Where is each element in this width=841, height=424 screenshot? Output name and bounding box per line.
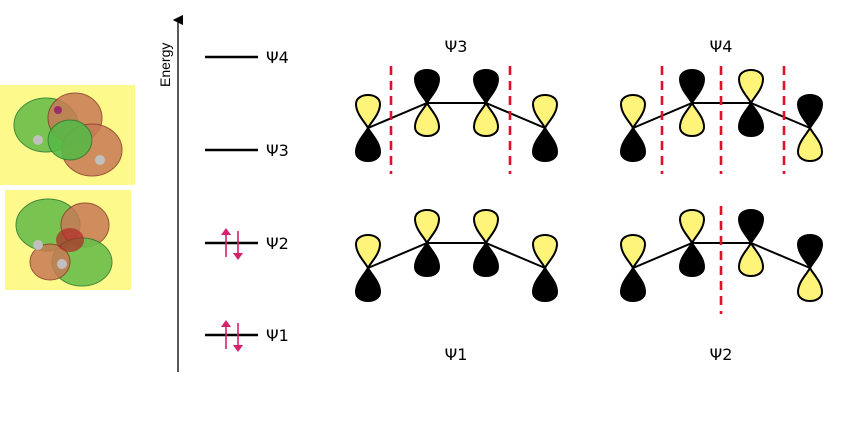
p-orbital-lobe-bottom [413,100,441,137]
orbital-panel-2: Ψ4 [619,37,824,174]
energy-level-3: Ψ2 [205,228,289,260]
energy-level-label: Ψ1 [266,326,289,345]
carbon-backbone [367,102,546,129]
energy-axis: Energy [157,14,184,372]
energy-level-label: Ψ2 [266,234,289,253]
spin-up-arrowhead [221,228,231,235]
orbital-panel-3: Ψ1 [354,209,559,364]
p-orbital-lobe-bottom [619,125,647,162]
p-orbital-lobe-bottom [531,125,559,162]
p-orbital-lobe-bottom [354,125,382,162]
spin-down-arrowhead [233,345,243,352]
energy-level-4: Ψ1 [205,320,289,352]
p-orbital-lobe-top [413,209,441,246]
p-orbital-lobe-top [531,94,559,131]
p-orbital-lobe-bottom [737,240,765,277]
p-orbital-lobe-bottom [472,240,500,277]
p-orbital-lobe-top [796,234,824,271]
electron-pair-arrows [221,228,243,260]
p-orbital-lobe-top [472,69,500,106]
p-orbital-lobe-top [531,234,559,271]
p-orbital-lobe-bottom [796,125,824,162]
p-orbital-lobe-bottom [531,265,559,302]
p-orbital-lobe-top [619,234,647,271]
p-orbital-lobe-top [678,69,706,106]
orbital-label: Ψ1 [445,345,468,364]
p-orbital-lobe-bottom [472,100,500,137]
p-orbital-lobe-top [619,94,647,131]
orbital-surface-thumbnail-top [0,85,135,185]
orbital-label: Ψ4 [710,37,733,56]
orbital-label: Ψ2 [710,345,733,364]
p-orbital-lobe-bottom [413,240,441,277]
p-orbital-lobe-top [678,209,706,246]
energy-level-label: Ψ4 [266,48,289,67]
orbital-panel-1: Ψ3 [354,37,559,174]
p-orbital-lobe-top [354,94,382,131]
p-orbital-lobe-bottom [796,265,824,302]
carbon-backbone [367,242,546,269]
p-orbital-lobe-top [413,69,441,106]
p-orbital-lobe-top [354,234,382,271]
spin-up-arrowhead [221,320,231,327]
spin-down-arrowhead [233,253,243,260]
p-orbital-lobe-bottom [737,100,765,137]
energy-axis-label: Energy [157,43,173,87]
orbital-panel-4: Ψ2 [619,206,824,364]
p-orbital-lobe-bottom [678,240,706,277]
p-orbital-lobe-top [472,209,500,246]
p-orbital-lobe-bottom [619,265,647,302]
orbital-surface-thumbnail-bottom [5,190,131,290]
energy-level-1: Ψ4 [205,48,289,67]
p-orbital-lobe-bottom [354,265,382,302]
orbital-label: Ψ3 [445,37,468,56]
p-orbital-lobe-top [737,69,765,106]
p-orbital-lobe-top [737,209,765,246]
p-orbital-lobe-bottom [678,100,706,137]
energy-level-2: Ψ3 [205,141,289,160]
electron-pair-arrows [221,320,243,352]
energy-level-label: Ψ3 [266,141,289,160]
p-orbital-lobe-top [796,94,824,131]
